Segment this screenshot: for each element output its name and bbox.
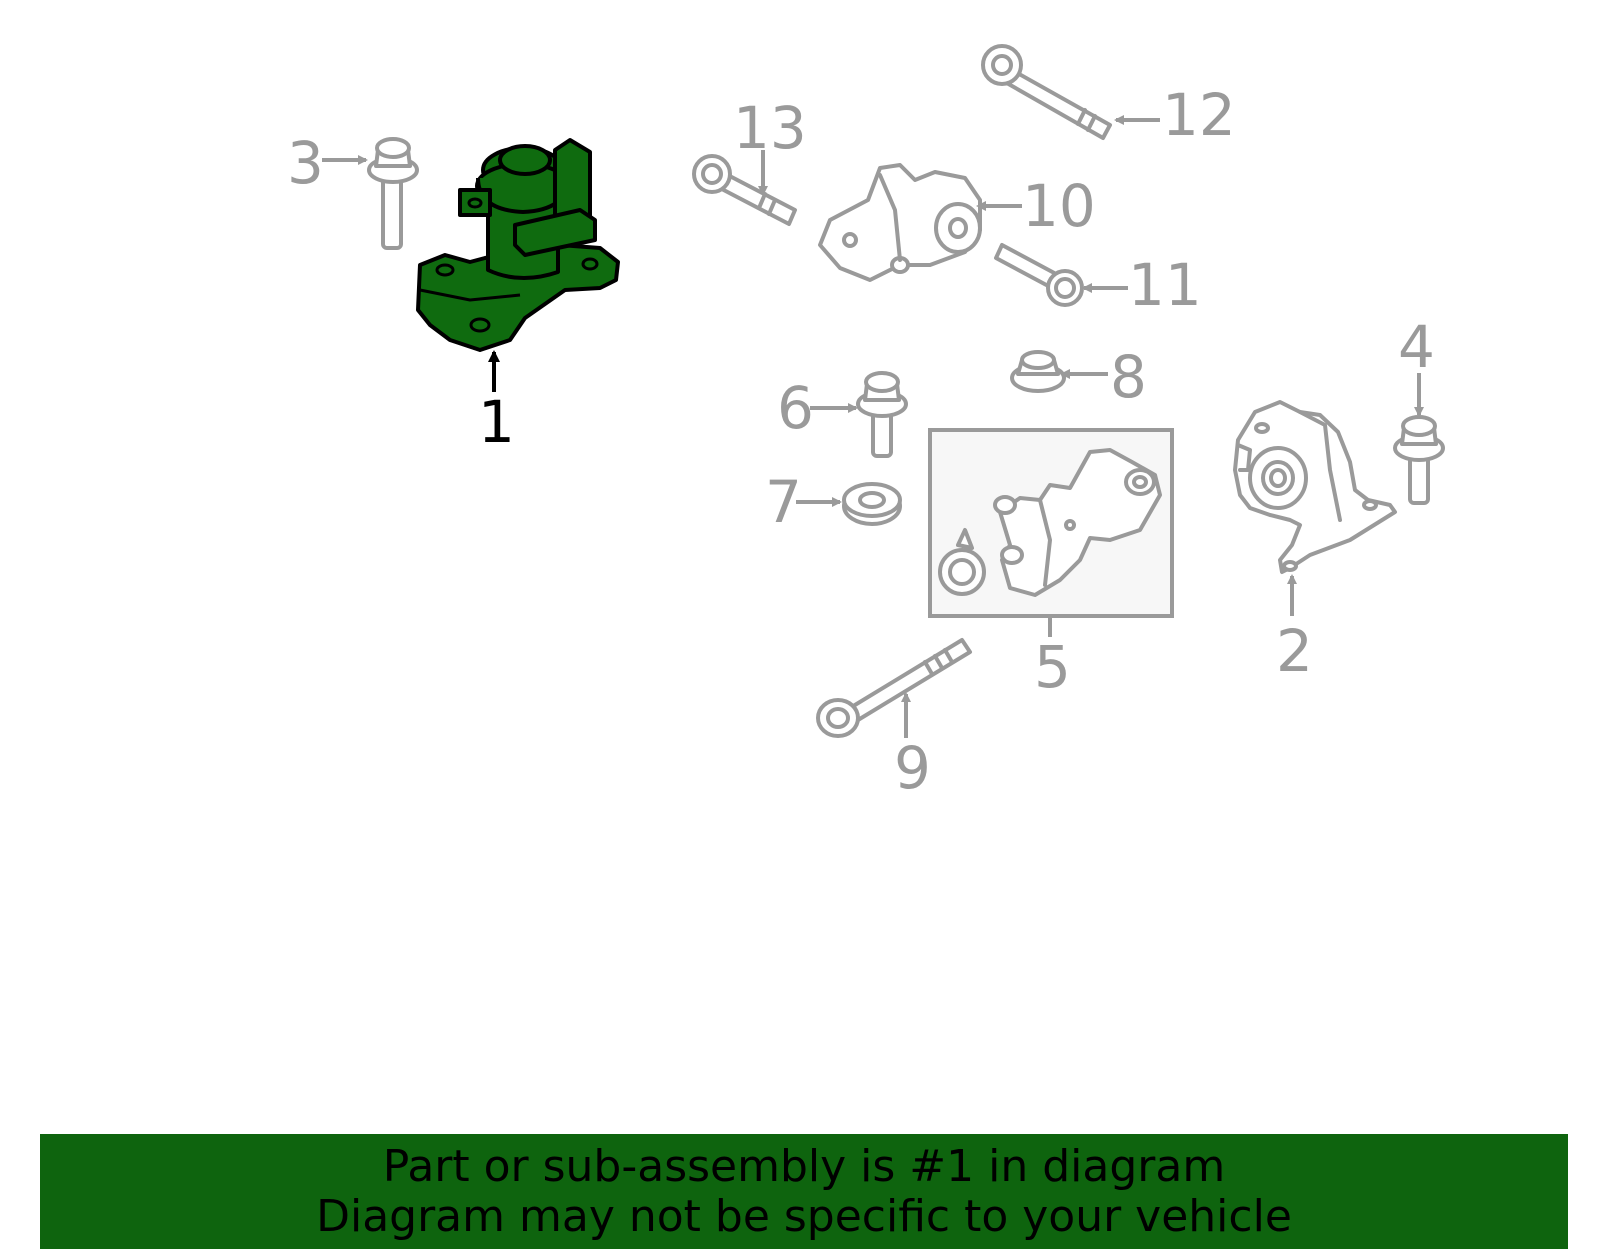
parts-diagram: 1 2 3 4 5 6 7 8 9 10 11 12 13	[287, 44, 1445, 802]
part-8-nut[interactable]	[1010, 350, 1066, 393]
part-5-bracket-kit[interactable]	[928, 428, 1174, 618]
footer-line-1: Part or sub-assembly is #1 in diagram	[382, 1141, 1226, 1192]
callout-4: 4	[1398, 313, 1435, 381]
callout-9: 9	[894, 734, 931, 802]
callout-6: 6	[777, 374, 814, 442]
callout-8: 8	[1110, 343, 1147, 411]
part-13-bolt[interactable]	[692, 154, 797, 226]
callout-11: 11	[1128, 251, 1202, 319]
part-10-mount[interactable]	[818, 163, 982, 282]
part-1-engine-mount[interactable]	[416, 138, 620, 352]
part-2-transmission-mount[interactable]	[1233, 400, 1397, 574]
callout-13: 13	[733, 94, 807, 162]
part-3-bolt[interactable]	[367, 137, 419, 250]
footer-line-2: Diagram may not be specific to your vehi…	[316, 1191, 1292, 1242]
part-9-long-bolt[interactable]	[816, 638, 972, 738]
callout-arrows	[322, 115, 1424, 738]
callout-labels: 1 2 3 4 5 6 7 8 9 10 11 12 13	[287, 81, 1435, 802]
callout-1: 1	[478, 388, 515, 456]
part-7-washer[interactable]	[842, 482, 902, 526]
part-11-bolt[interactable]	[994, 243, 1084, 307]
callout-7: 7	[765, 468, 802, 536]
part-6-bolt[interactable]	[856, 371, 908, 458]
part-12-bolt[interactable]	[981, 44, 1112, 140]
callout-2: 2	[1276, 617, 1313, 685]
callout-10: 10	[1022, 172, 1096, 240]
diagram-disclaimer-banner: Part or sub-assembly is #1 in diagram Di…	[40, 1134, 1568, 1249]
part-4-bolt[interactable]	[1393, 415, 1445, 505]
callout-12: 12	[1162, 81, 1236, 149]
callout-3: 3	[287, 129, 324, 197]
callout-5: 5	[1034, 633, 1071, 701]
